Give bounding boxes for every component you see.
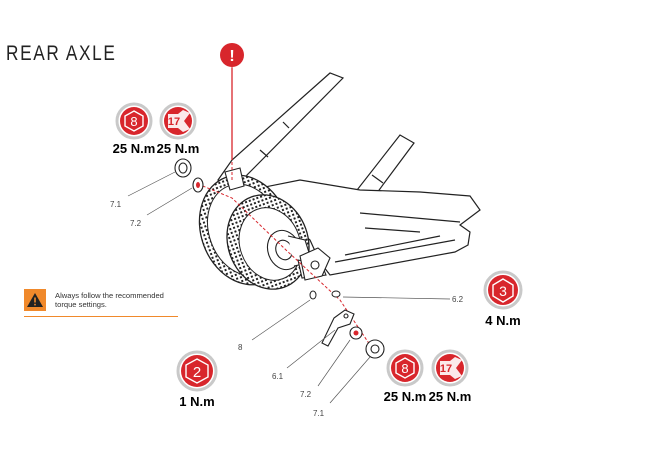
warning-text-line-2: torque settings. [55, 300, 107, 310]
torque-value-bottom-hex: 25 N.m [384, 389, 427, 404]
wrench-size-label: 17 [440, 363, 452, 375]
warning-icon [24, 289, 46, 311]
washer-top [192, 177, 204, 193]
derailleur-hanger [321, 309, 355, 347]
torque-warning: Always follow the recommended torque set… [24, 286, 178, 317]
bolt-8 [309, 290, 317, 300]
hex-size-label: 8 [401, 361, 408, 376]
callout-6-2: 6.2 [452, 295, 464, 304]
callout-7-1-top: 7.1 [110, 200, 122, 209]
axle-nut-top [174, 158, 192, 178]
torque-value-top-wrench: 25 N.m [157, 141, 200, 156]
bolt-6-2 [331, 290, 341, 298]
wrench-size-label: 17 [168, 116, 180, 128]
torque-value-bottom-wrench: 25 N.m [429, 389, 472, 404]
torque-value-right-hex: 4 N.m [485, 313, 520, 328]
torque-value-top-hex: 25 N.m [113, 141, 156, 156]
dropout [224, 167, 331, 281]
alert-symbol: ! [229, 48, 234, 65]
hex-size-label: 8 [130, 114, 137, 129]
hex-key-8-badge-bottom: 8 [386, 349, 424, 387]
warning-text: Always follow the recommended torque set… [55, 291, 185, 310]
hex-size-label: 2 [193, 364, 201, 381]
washer-bottom [349, 326, 363, 340]
callout-7-1-bottom: 7.1 [313, 409, 325, 418]
hex-key-3-badge: 3 [483, 270, 523, 310]
torque-value-bottom-left-hex: 1 N.m [179, 394, 214, 409]
callout-8: 8 [238, 343, 243, 352]
hex-key-8-badge-top: 8 [115, 102, 153, 140]
warning-divider [24, 316, 178, 317]
callout-7-2-top: 7.2 [130, 219, 142, 228]
hex-size-label: 3 [499, 283, 507, 299]
warning-text-line-1: Always follow the recommended [55, 291, 164, 300]
wrench-17-badge-bottom: 17 [431, 349, 469, 387]
axle-nut-bottom [365, 339, 385, 359]
alert-icon: ! [220, 43, 244, 160]
wrench-17-badge-top: 17 [159, 102, 197, 140]
callout-6-1: 6.1 [272, 372, 284, 381]
callout-7-2-bottom: 7.2 [300, 390, 312, 399]
hex-key-2-badge: 2 [176, 350, 218, 392]
page-title: REAR AXLE [6, 42, 117, 65]
leader-lines [127, 171, 451, 404]
frame-body [248, 179, 481, 276]
